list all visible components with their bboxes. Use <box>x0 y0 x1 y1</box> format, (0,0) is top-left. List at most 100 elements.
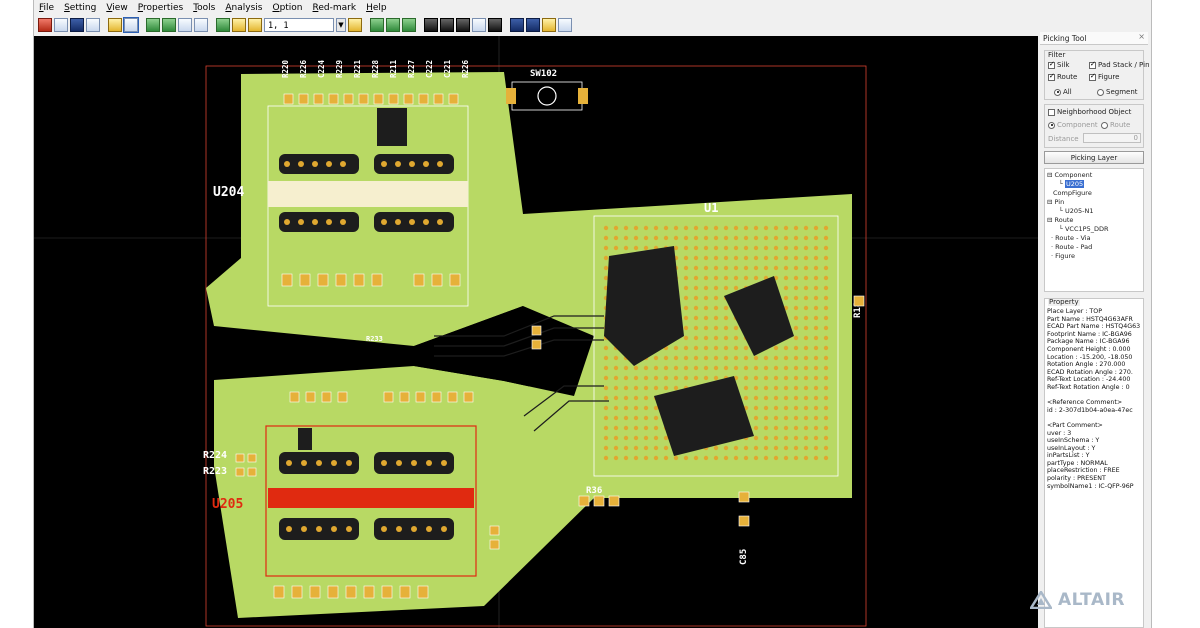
bga-ball <box>723 335 729 341</box>
print-icon[interactable] <box>86 18 100 32</box>
bga-ball <box>803 235 809 241</box>
bga-ball <box>723 285 729 291</box>
bga-ball <box>603 275 609 281</box>
bga-ball <box>723 225 729 231</box>
bga-ball <box>793 235 799 241</box>
bga-ball <box>673 365 679 371</box>
close-icon[interactable]: × <box>1138 32 1145 41</box>
bga-ball <box>653 225 659 231</box>
bga-ball <box>703 355 709 361</box>
view-top-icon[interactable] <box>424 18 438 32</box>
tree-node-pin[interactable]: ⊟ Pin <box>1047 198 1065 206</box>
bga-ball <box>753 275 759 281</box>
tree-node-figure[interactable]: · Figure <box>1051 252 1075 260</box>
coordinate-input[interactable]: 1, 1 <box>264 18 334 32</box>
tree-node-component[interactable]: ⊟ Component <box>1047 171 1093 179</box>
layer-view-3-icon[interactable] <box>402 18 416 32</box>
nb-route-radio[interactable]: Route <box>1101 121 1130 129</box>
neighborhood-checkbox[interactable]: Neighborhood Object <box>1048 108 1131 116</box>
filter-figure[interactable]: Figure <box>1089 72 1119 81</box>
bga-ball <box>603 265 609 271</box>
bga-ball <box>683 375 689 381</box>
save-disk-icon[interactable] <box>70 18 84 32</box>
bga-ball <box>673 245 679 251</box>
zoom-out-icon[interactable] <box>162 18 176 32</box>
r223-label: R223 <box>203 466 227 477</box>
bga-ball <box>733 235 739 241</box>
highlight-icon[interactable] <box>348 18 362 32</box>
r224-label: R224 <box>203 450 227 461</box>
bga-ball <box>783 225 789 231</box>
pencil-icon[interactable] <box>108 18 122 32</box>
bga-ball <box>643 365 649 371</box>
view-3d-icon[interactable] <box>488 18 502 32</box>
bga-ball <box>743 255 749 261</box>
distance-input[interactable]: 0 <box>1083 133 1141 143</box>
bga-ball <box>723 325 729 331</box>
bga-ball <box>613 225 619 231</box>
bga-ball <box>743 275 749 281</box>
mode-segment-radio[interactable]: Segment <box>1097 88 1138 96</box>
bga-ball <box>603 455 609 461</box>
filter-route[interactable]: Route <box>1048 72 1077 81</box>
tree-node-vcc1p5-ddr[interactable]: └ VCC1P5_DDR <box>1059 225 1109 233</box>
ref-top-8: C222 <box>425 60 434 78</box>
measure-icon[interactable] <box>232 18 246 32</box>
u1-footprint: U1 <box>593 201 839 477</box>
layer-view-2-icon[interactable] <box>386 18 400 32</box>
view-bottom-icon[interactable] <box>440 18 454 32</box>
tree-node-route-via[interactable]: · Route - Via <box>1051 234 1091 242</box>
menu-help[interactable]: Help <box>366 2 387 13</box>
bga-ball <box>603 345 609 351</box>
zoom-in-icon[interactable] <box>146 18 160 32</box>
mode-all-radio[interactable]: All <box>1054 88 1072 96</box>
bga-ball <box>803 275 809 281</box>
bga-ball <box>653 235 659 241</box>
coordinate-dropdown-icon[interactable]: ▼ <box>336 18 346 32</box>
open-file-icon[interactable] <box>38 18 52 32</box>
menu-option[interactable]: Option <box>272 2 303 13</box>
report-icon[interactable] <box>510 18 524 32</box>
chart-icon[interactable] <box>558 18 572 32</box>
tree-node-route-pad[interactable]: · Route - Pad <box>1051 243 1093 251</box>
bga-ball <box>763 365 769 371</box>
zoom-fit-icon[interactable] <box>194 18 208 32</box>
bga-ball <box>683 455 689 461</box>
view-split-icon[interactable] <box>456 18 470 32</box>
bga-ball <box>813 295 819 301</box>
menu-tools[interactable]: Tools <box>193 2 216 13</box>
save-icon[interactable] <box>54 18 68 32</box>
menu-view[interactable]: View <box>106 2 128 13</box>
bga-ball <box>683 305 689 311</box>
grid-snap-icon[interactable] <box>248 18 262 32</box>
tree-node-u205[interactable]: └ U205 <box>1059 180 1085 188</box>
picked-object-tree: ⊟ Component └ U205 CompFigure ⊟ Pin └ U2… <box>1044 168 1144 292</box>
tree-node-u205-n1[interactable]: └ U205-N1 <box>1059 207 1094 215</box>
bga-ball <box>603 245 609 251</box>
bga-ball <box>823 335 829 341</box>
filter-silk[interactable]: Silk <box>1048 60 1069 69</box>
bga-ball <box>823 355 829 361</box>
pcb-canvas[interactable]: U204 <box>34 36 1038 628</box>
tree-node-compfigure[interactable]: CompFigure <box>1053 189 1092 197</box>
layer-icon[interactable] <box>216 18 230 32</box>
select-pointer-icon[interactable] <box>123 17 139 33</box>
view-frame-icon[interactable] <box>472 18 486 32</box>
nb-component-radio[interactable]: Component <box>1048 121 1098 129</box>
menu-red-mark[interactable]: Red-mark <box>312 2 357 13</box>
menu-analysis[interactable]: Analysis <box>225 2 263 13</box>
wand-icon[interactable] <box>542 18 556 32</box>
tree-node-route[interactable]: ⊟ Route <box>1047 216 1074 224</box>
zoom-area-icon[interactable] <box>178 18 192 32</box>
layer-view-1-icon[interactable] <box>370 18 384 32</box>
menu-file[interactable]: File <box>39 2 55 13</box>
bga-ball <box>773 255 779 261</box>
bga-ball <box>703 285 709 291</box>
check-icon[interactable] <box>526 18 540 32</box>
menu-properties[interactable]: Properties <box>137 2 184 13</box>
bga-ball <box>823 265 829 271</box>
picking-layer-button[interactable]: Picking Layer <box>1044 151 1144 164</box>
bga-ball <box>603 365 609 371</box>
menu-setting[interactable]: Setting <box>64 2 97 13</box>
filter-pad-stack[interactable]: Pad Stack / Pin <box>1089 60 1150 69</box>
